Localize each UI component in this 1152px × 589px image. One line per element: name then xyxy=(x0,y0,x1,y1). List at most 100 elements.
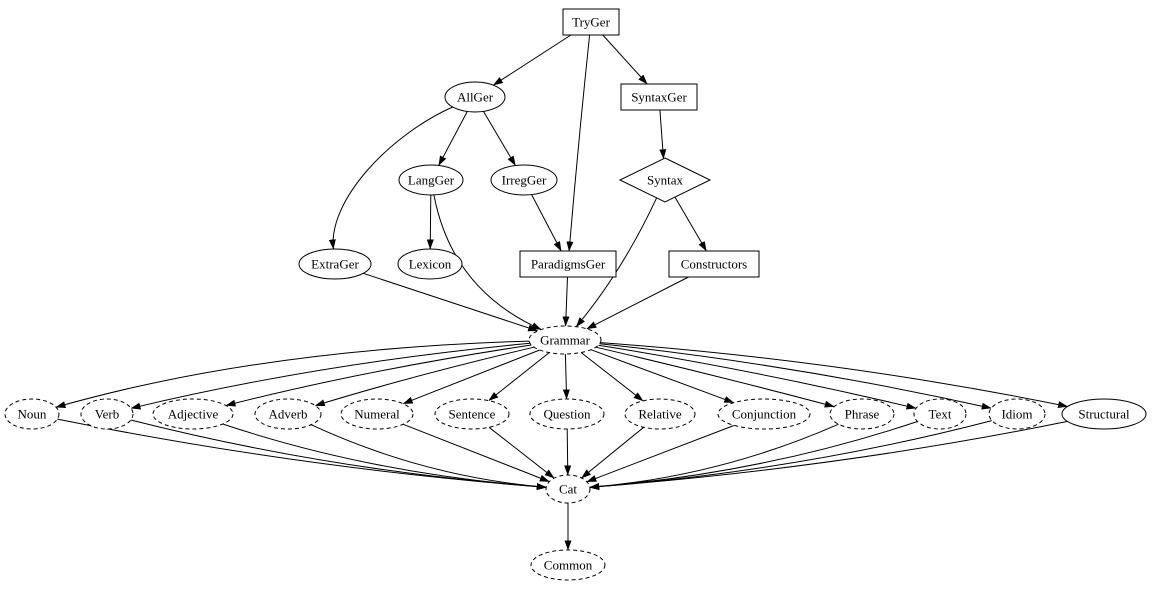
node-label-Common: Common xyxy=(544,558,593,573)
edge-Grammar-Sentence xyxy=(488,352,550,401)
node-Adjective: Adjective xyxy=(152,398,234,430)
node-shape-ParadigmsGer xyxy=(519,250,617,278)
node-IrregGer: IrregGer xyxy=(490,164,558,196)
node-label-Adjective: Adjective xyxy=(168,407,219,422)
edge-Numeral-Cat xyxy=(403,423,550,483)
edge-Grammar-Noun xyxy=(55,340,530,408)
edge-Grammar-Adverb xyxy=(314,346,535,407)
node-label-AllGer: AllGer xyxy=(457,90,494,105)
edge-Verb-Cat xyxy=(130,419,547,491)
node-shape-LangGer xyxy=(398,164,464,196)
node-shape-Common xyxy=(530,549,606,581)
node-label-ExtraGer: ExtraGer xyxy=(311,257,359,272)
node-label-Verb: Verb xyxy=(95,407,120,422)
node-Lexicon: Lexicon xyxy=(397,248,463,280)
node-label-Syntax: Syntax xyxy=(647,173,684,188)
node-shape-TryGer xyxy=(562,8,620,36)
node-label-Adverb: Adverb xyxy=(269,407,308,422)
node-Syntax: Syntax xyxy=(618,157,712,203)
node-label-Structural: Structural xyxy=(1078,407,1130,422)
node-shape-Noun xyxy=(4,398,60,430)
edge-Syntax-Grammar xyxy=(575,197,658,328)
edge-AllGer-LangGer xyxy=(438,111,468,166)
node-shape-Numeral xyxy=(340,398,414,430)
edge-Grammar-Text xyxy=(598,344,917,410)
node-shape-Phrase xyxy=(829,398,895,430)
edge-Grammar-Numeral xyxy=(402,349,540,405)
node-shape-Verb xyxy=(80,398,134,430)
edge-Grammar-Relative xyxy=(580,352,644,402)
node-Numeral: Numeral xyxy=(340,398,414,430)
node-label-SyntaxGer: SyntaxGer xyxy=(631,90,687,105)
edge-TryGer-AllGer xyxy=(492,34,572,86)
node-label-Sentence: Sentence xyxy=(449,407,496,422)
edge-Relative-Cat xyxy=(581,426,645,479)
edge-Sentence-Cat xyxy=(488,426,555,479)
edges-layer xyxy=(55,34,1069,551)
node-label-Cat: Cat xyxy=(559,482,577,497)
edge-AllGer-ExtraGer xyxy=(328,106,453,250)
node-label-Question: Question xyxy=(544,407,591,422)
node-shape-Sentence xyxy=(434,398,510,430)
node-label-Phrase: Phrase xyxy=(845,407,880,422)
edge-TryGer-ParadigmsGer xyxy=(566,34,591,252)
edge-Grammar-Conjunction xyxy=(590,349,735,404)
node-Cat: Cat xyxy=(545,474,591,504)
edge-Grammar-Verb xyxy=(130,342,531,410)
node-shape-Structural xyxy=(1061,398,1147,430)
node-shape-Conjunction xyxy=(717,398,811,430)
edge-IrregGer-ParadigmsGer xyxy=(531,194,562,252)
edge-AllGer-IrregGer xyxy=(483,111,516,166)
node-shape-ExtraGer xyxy=(298,248,372,280)
edge-LangGer-Grammar xyxy=(433,194,542,330)
node-ParadigmsGer: ParadigmsGer xyxy=(519,250,617,278)
node-Sentence: Sentence xyxy=(434,398,510,430)
edge-Constructors-Grammar xyxy=(586,276,689,330)
edge-ExtraGer-Grammar xyxy=(363,272,539,332)
node-Common: Common xyxy=(530,549,606,581)
edge-Idiom-Cat xyxy=(589,420,992,491)
edge-LangGer-Lexicon xyxy=(426,194,434,250)
edge-Grammar-Idiom xyxy=(599,343,992,410)
node-label-Numeral: Numeral xyxy=(354,407,400,422)
edge-Question-Cat xyxy=(564,428,572,476)
edge-Grammar-Question xyxy=(562,353,570,400)
node-shape-Relative xyxy=(624,398,696,430)
node-label-LangGer: LangGer xyxy=(408,173,455,188)
node-Verb: Verb xyxy=(80,398,134,430)
node-Relative: Relative xyxy=(624,398,696,430)
node-shape-Adverb xyxy=(254,398,322,430)
edge-Adjective-Cat xyxy=(222,423,547,491)
node-ExtraGer: ExtraGer xyxy=(298,248,372,280)
node-AllGer: AllGer xyxy=(444,81,506,113)
edge-Grammar-Structural xyxy=(600,342,1069,409)
edge-Structural-Cat xyxy=(589,420,1068,491)
node-Adverb: Adverb xyxy=(254,398,322,430)
node-Idiom: Idiom xyxy=(988,398,1046,430)
node-shape-Grammar xyxy=(528,325,602,355)
node-label-Constructors: Constructors xyxy=(681,257,747,272)
node-shape-Adjective xyxy=(152,398,234,430)
edge-Conjunction-Cat xyxy=(586,424,735,483)
node-label-Lexicon: Lexicon xyxy=(409,257,452,272)
node-Noun: Noun xyxy=(4,398,60,430)
node-Text: Text xyxy=(913,398,967,430)
node-LangGer: LangGer xyxy=(398,164,464,196)
edge-SyntaxGer-Syntax xyxy=(659,109,667,160)
node-shape-AllGer xyxy=(444,81,506,113)
node-label-Relative: Relative xyxy=(638,407,682,422)
node-label-Text: Text xyxy=(929,407,952,422)
edge-TryGer-SyntaxGer xyxy=(602,34,648,85)
node-label-ParadigmsGer: ParadigmsGer xyxy=(531,257,606,272)
node-label-Idiom: Idiom xyxy=(1001,407,1032,422)
node-shape-Cat xyxy=(545,474,591,504)
node-shape-Syntax xyxy=(618,157,712,203)
edge-ParadigmsGer-Grammar xyxy=(562,276,570,327)
node-Phrase: Phrase xyxy=(829,398,895,430)
node-SyntaxGer: SyntaxGer xyxy=(620,83,698,111)
edge-Phrase-Cat xyxy=(589,423,839,491)
node-Grammar: Grammar xyxy=(528,325,602,355)
